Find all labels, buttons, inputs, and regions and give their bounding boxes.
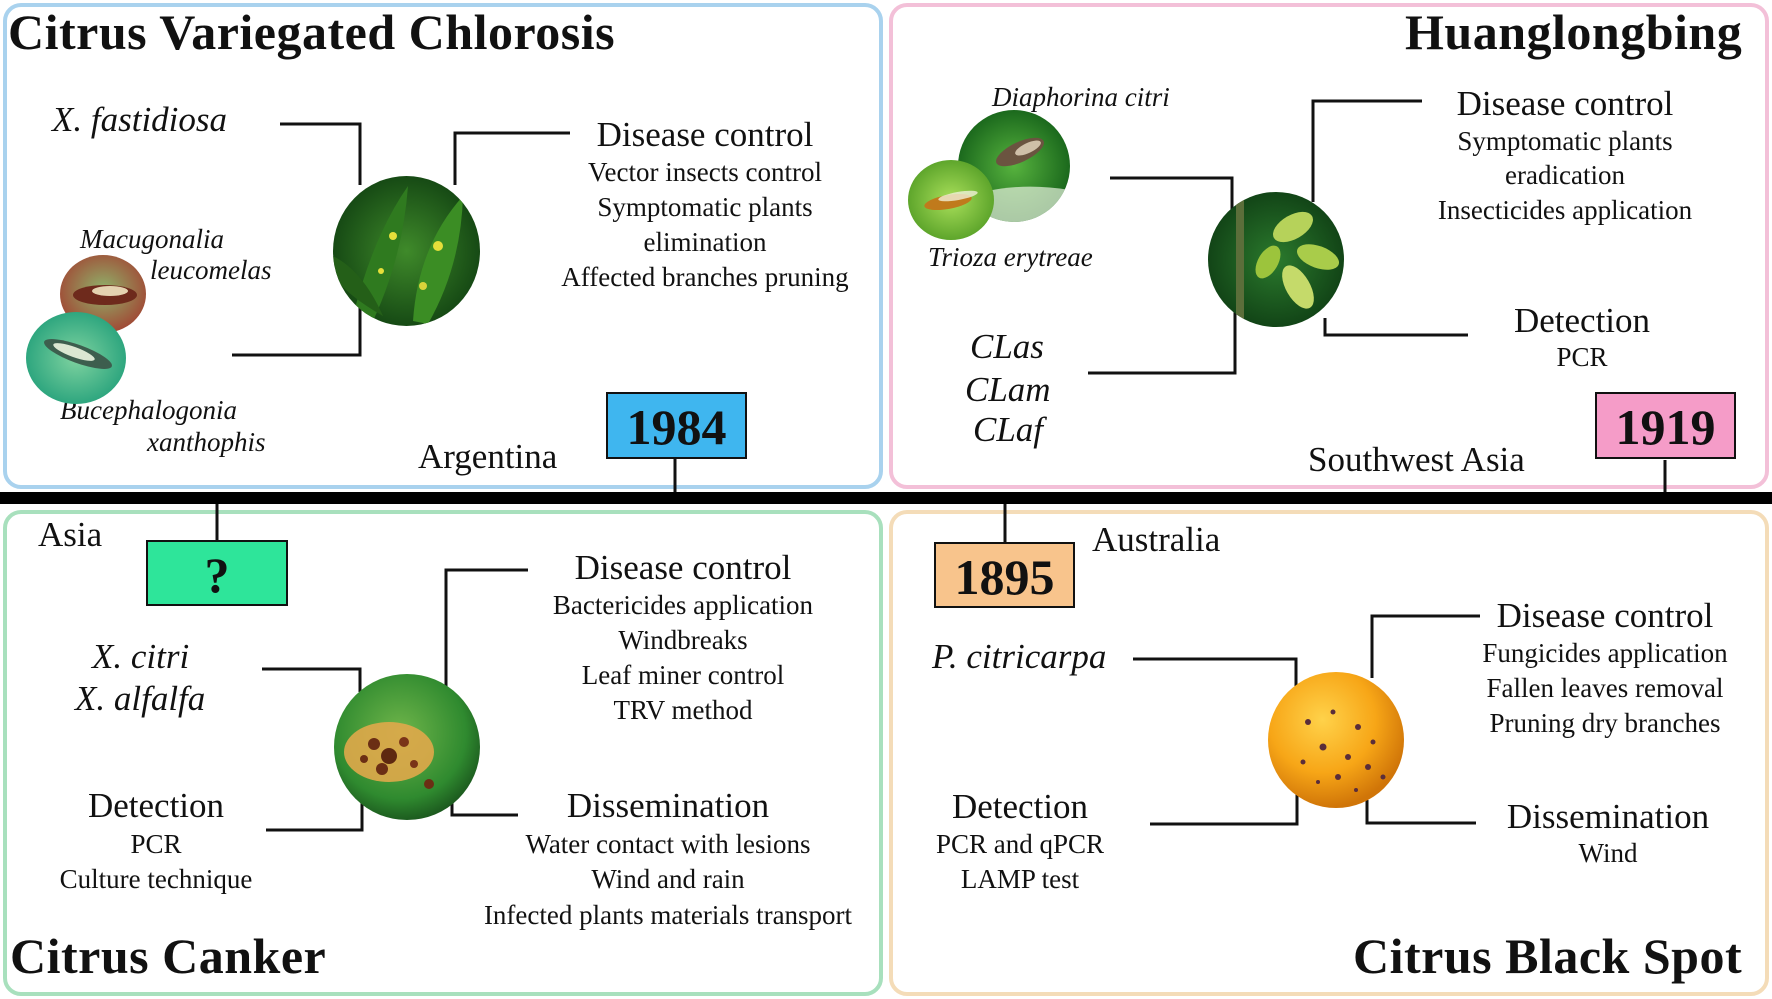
cbs-dissemination-head: Dissemination	[1506, 797, 1710, 836]
hlb-detection-head: Detection	[1513, 301, 1651, 340]
hlb-pathogen: CLam	[965, 370, 1051, 409]
cc-control-item: Windbreaks	[618, 625, 748, 655]
cc-detection-head: Detection	[87, 786, 225, 825]
hlb-year-box: 1919	[1595, 392, 1736, 459]
cc-pathogen: X. citri	[92, 637, 190, 676]
black-spot-orange-photo-icon	[1268, 672, 1404, 808]
psyllid-wing-photo-icon	[908, 160, 994, 240]
cbs-year-box: 1895	[934, 542, 1075, 608]
hlb-control-item: eradication	[1505, 160, 1625, 190]
cc-dissemination-item: Water contact with lesions	[525, 829, 811, 859]
cvc-control-item: Vector insects control	[588, 157, 822, 187]
hlb-vector1: Diaphorina citri	[992, 82, 1170, 112]
cbs-detection-item: LAMP test	[960, 864, 1080, 894]
hlb-control-item: Insecticides application	[1437, 195, 1693, 225]
cbs-control-item: Pruning dry branches	[1489, 708, 1721, 738]
hlb-vector2: Trioza erytreae	[928, 242, 1093, 272]
hlb-pathogen-connector	[1088, 310, 1237, 375]
cbs-control-head: Disease control	[1496, 596, 1714, 635]
hlb-detection-connector	[1323, 318, 1468, 337]
cvc-title: Citrus Variegated Chlorosis	[8, 4, 616, 60]
cbs-panel	[889, 510, 1769, 996]
hlb-vector-connector	[1110, 176, 1234, 222]
hlb-pathogen: CLas	[970, 327, 1044, 366]
cbs-title: Citrus Black Spot	[1353, 928, 1743, 984]
hlb-title: Huanglongbing	[1405, 4, 1743, 60]
cc-control-item: TRV method	[613, 695, 753, 725]
hlb-panel	[889, 3, 1769, 489]
hlb-detection-item: PCR	[1556, 342, 1608, 372]
citrus-leaf-photo-icon	[333, 176, 480, 326]
cc-dissemination-connector	[450, 802, 518, 817]
cbs-pathogen: P. citricarpa	[932, 637, 1107, 676]
cvc-control-item: Symptomatic plants	[597, 192, 813, 222]
cvc-place: Argentina	[418, 437, 558, 476]
cbs-detection-connector	[1150, 790, 1299, 826]
hlb-control-item: Symptomatic plants	[1457, 126, 1673, 156]
cc-control-item: Bactericides application	[552, 590, 814, 620]
leafhopper-green-photo-icon	[26, 312, 126, 404]
cbs-dissemination-item: Wind	[1578, 838, 1638, 868]
cbs-pathogen-connector	[1133, 657, 1298, 690]
cc-detection-item: PCR	[130, 829, 182, 859]
cc-panel	[3, 510, 883, 996]
cc-dissemination-item: Infected plants materials transport	[483, 900, 853, 930]
cbs-detection-head: Detection	[951, 787, 1089, 826]
cc-dissemination-item: Wind and rain	[591, 864, 745, 894]
cc-dissemination-head: Dissemination	[566, 786, 770, 825]
cvc-control-head: Disease control	[596, 115, 814, 154]
hlb-control-head: Disease control	[1456, 84, 1674, 123]
cvc-year-box: 1984	[606, 392, 747, 459]
cc-pathogen-connector	[262, 667, 362, 692]
cvc-pathogen: X. fastidiosa	[52, 100, 228, 139]
cvc-control-item: Affected branches pruning	[561, 262, 849, 292]
cc-place: Asia	[38, 515, 103, 554]
cc-year-box: ?	[146, 540, 288, 606]
cc-control-head: Disease control	[574, 548, 792, 587]
cc-detection-item: Culture technique	[59, 864, 253, 894]
cbs-place: Australia	[1092, 520, 1221, 559]
hlb-control-connector	[1311, 99, 1422, 202]
cvc-vector1-species: leucomelas	[150, 255, 272, 285]
cvc-panel	[3, 3, 883, 489]
cvc-control-connector	[453, 131, 570, 185]
canker-fruit-photo-icon	[334, 674, 480, 820]
cc-pathogen: X. alfalfa	[75, 679, 206, 718]
cvc-pathogen-connector	[280, 122, 362, 185]
citrus-plant-photo-icon	[1208, 192, 1344, 327]
cvc-control-item: elimination	[643, 227, 767, 257]
hlb-place: Southwest Asia	[1308, 440, 1525, 479]
hlb-pathogen: CLaf	[973, 410, 1044, 449]
cc-detection-connector	[266, 798, 364, 832]
cbs-control-connector	[1370, 614, 1480, 678]
timeline-bar	[0, 492, 1772, 504]
cvc-vector2-species: xanthophis	[147, 427, 266, 457]
cc-control-connector	[444, 568, 528, 688]
cvc-vector-connector	[232, 305, 362, 357]
cvc-vector1-genus: Macugonalia	[80, 224, 224, 254]
cbs-dissemination-connector	[1365, 800, 1476, 825]
cbs-detection-item: PCR and qPCR	[935, 829, 1105, 859]
cc-control-item: Leaf miner control	[581, 660, 785, 690]
cc-title: Citrus Canker	[10, 928, 327, 984]
cbs-control-item: Fungicides application	[1482, 638, 1728, 668]
cbs-control-item: Fallen leaves removal	[1486, 673, 1724, 703]
